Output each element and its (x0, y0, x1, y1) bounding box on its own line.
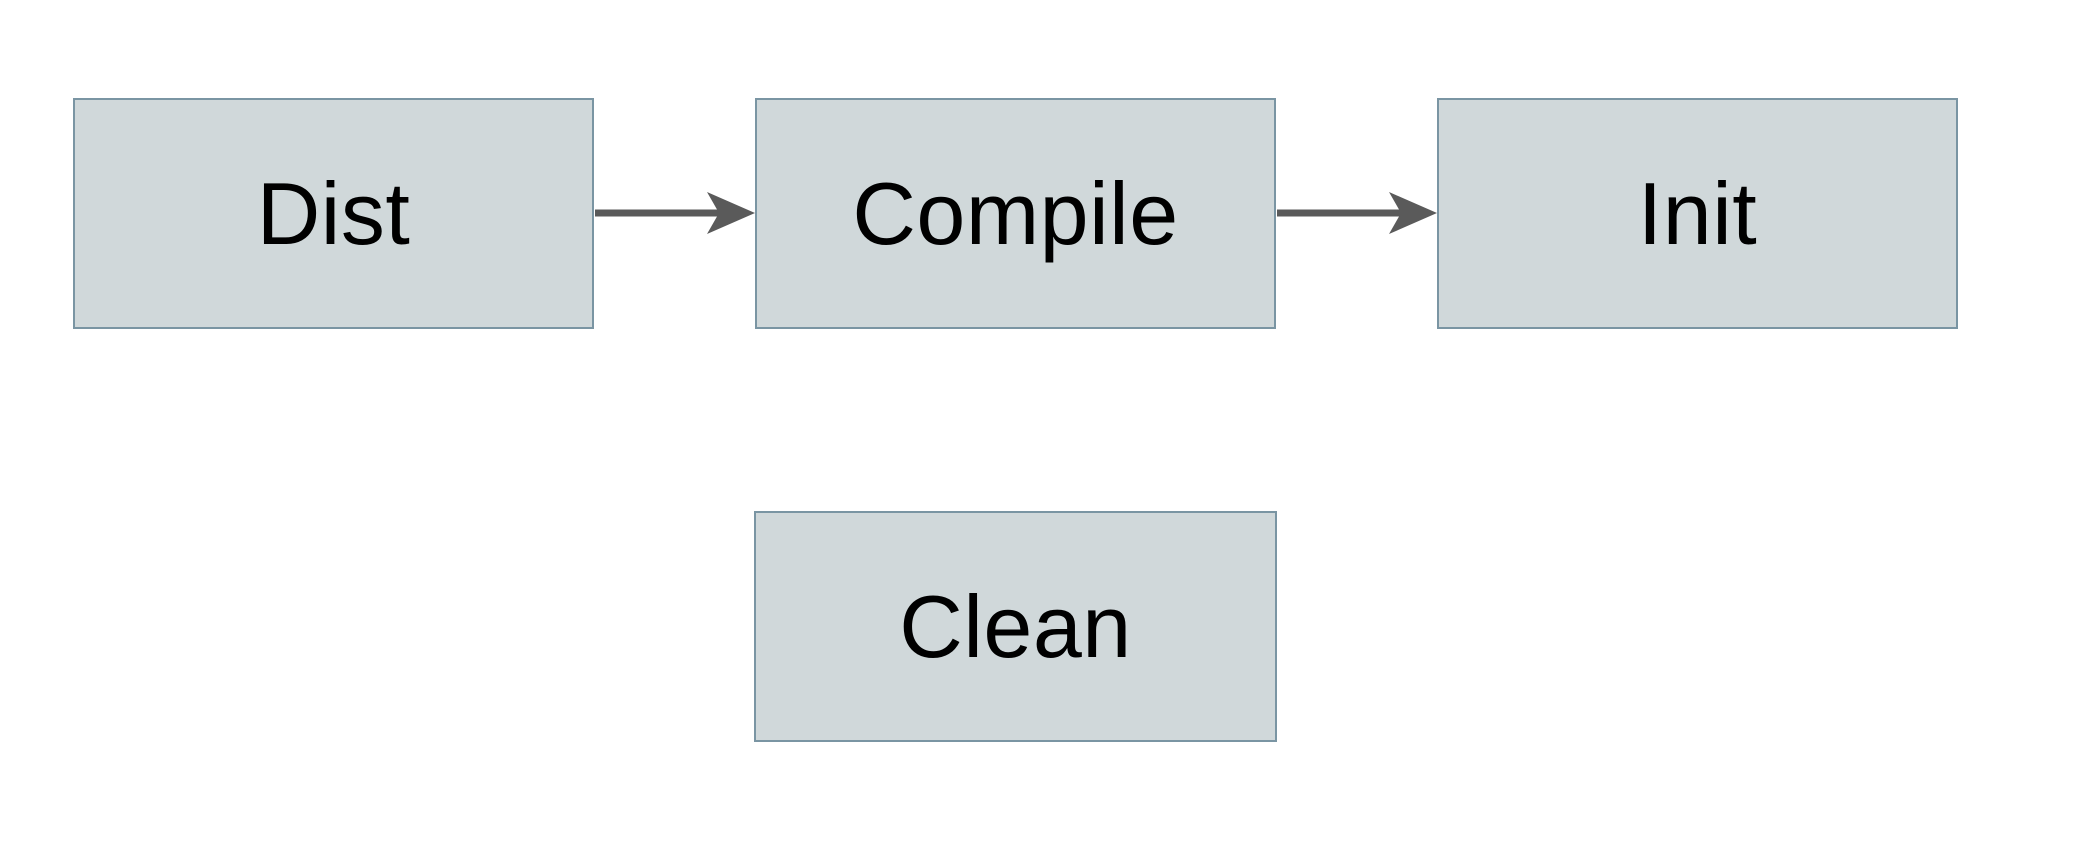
node-clean[interactable]: Clean (754, 511, 1277, 742)
node-init-label: Init (1637, 163, 1758, 263)
edge-dist-to-compile (595, 192, 755, 234)
arrowhead-icon (707, 192, 755, 234)
edge-compile-to-init (1277, 192, 1437, 234)
node-dist-label: Dist (256, 163, 411, 263)
node-compile-label: Compile (852, 163, 1179, 263)
node-init[interactable]: Init (1437, 98, 1958, 329)
arrowhead-icon (1389, 192, 1437, 234)
node-compile[interactable]: Compile (755, 98, 1276, 329)
node-dist[interactable]: Dist (73, 98, 594, 329)
node-clean-label: Clean (899, 576, 1132, 676)
